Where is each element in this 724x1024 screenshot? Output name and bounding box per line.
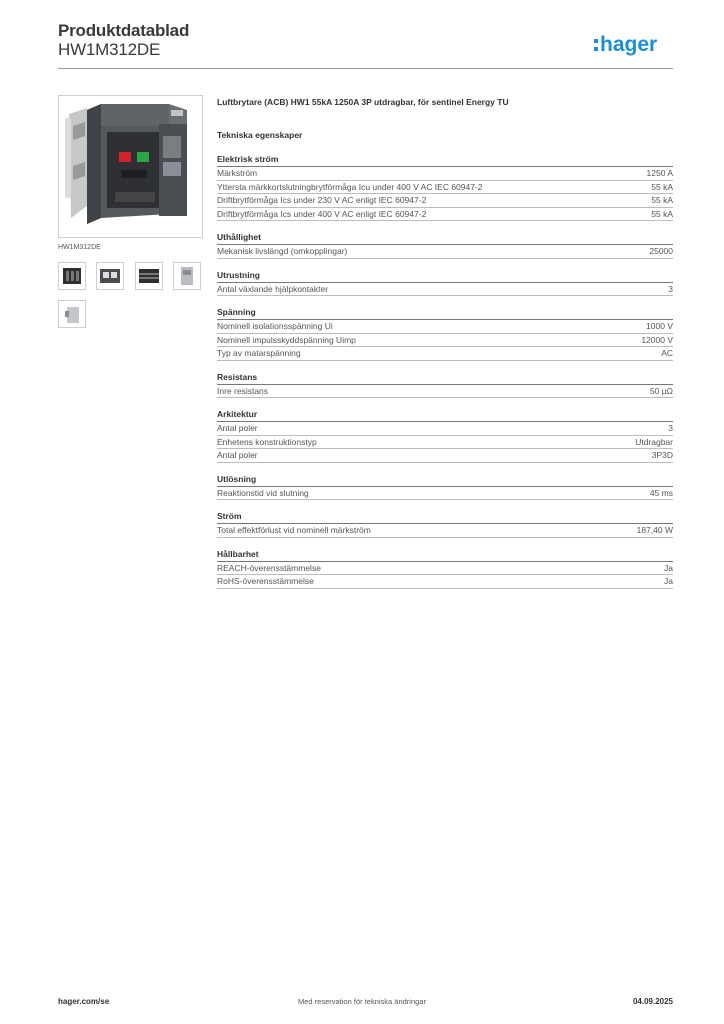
product-title: Luftbrytare (ACB) HW1 55kA 1250A 3P utdr… — [217, 97, 509, 107]
spec-group-title: Hållbarhet — [217, 549, 673, 562]
spec-content: Luftbrytare (ACB) HW1 55kA 1250A 3P utdr… — [217, 96, 673, 589]
spec-label: Driftbrytförmåga Ics under 400 V AC enli… — [217, 208, 427, 219]
spec-value: Ja — [664, 576, 673, 586]
spec-label: Nominell isolationsspänning Ui — [217, 321, 333, 331]
spec-label: Total effektförlust vid nominell märkstr… — [217, 525, 371, 535]
spec-row: Reaktionstid vid slutning 45 ms — [217, 487, 673, 500]
spec-value: 1000 V — [646, 321, 673, 331]
spec-label: Nominell impulsskyddspänning Uimp — [217, 334, 356, 345]
thumbnail-5[interactable] — [58, 300, 86, 328]
spec-group-title: Resistans — [217, 372, 673, 385]
thumbnail-2[interactable] — [96, 262, 124, 290]
spec-row: Antal växlande hjälpkontakter 3 — [217, 283, 673, 296]
spec-group-title: Utlösning — [217, 474, 673, 487]
product-image[interactable] — [58, 95, 203, 238]
spec-group-title: Ström — [217, 511, 673, 524]
thumbnail-4[interactable] — [173, 262, 201, 290]
spec-value: 1250 A — [646, 168, 673, 178]
spec-value: 3 — [668, 423, 673, 433]
specs-heading: Tekniska egenskaper — [217, 130, 303, 140]
logo-text: hager — [600, 33, 657, 56]
spec-group-title: Elektrisk ström — [217, 154, 673, 167]
spec-label: Yttersta märkkortslutningbrytförmåga Icu… — [217, 181, 483, 192]
spec-label: RoHS-överensstämmelse — [217, 576, 314, 586]
accessory-icon — [65, 307, 79, 323]
spec-value: Utdragbar — [635, 436, 673, 447]
spec-label: Inre resistans — [217, 385, 269, 396]
spec-row: Typ av matarspänning AC — [217, 347, 673, 361]
spec-value: 55 kA — [651, 181, 673, 192]
header-divider — [58, 68, 673, 69]
footer-disclaimer: Med reservation för tekniska ändringar — [298, 997, 426, 1006]
spec-row: Driftbrytförmåga Ics under 230 V AC enli… — [217, 194, 673, 208]
spec-row: REACH-överensstämmelse Ja — [217, 562, 673, 575]
spec-label: Antal poler — [217, 450, 258, 460]
spec-label: Mekanisk livslängd (omkopplingar) — [217, 246, 348, 256]
spec-label: Reaktionstid vid slutning — [217, 487, 309, 498]
spec-row: Nominell isolationsspänning Ui 1000 V — [217, 320, 673, 334]
spec-group-title: Spänning — [217, 307, 673, 320]
spec-row: Mekanisk livslängd (omkopplingar) 25000 — [217, 245, 673, 259]
spec-label: Antal poler — [217, 423, 258, 433]
thumbnail-1[interactable] — [58, 262, 86, 290]
spec-group-title: Uthållighet — [217, 232, 673, 245]
spec-row: Driftbrytförmåga Ics under 400 V AC enli… — [217, 208, 673, 221]
spec-row: Antal poler 3P3D — [217, 449, 673, 463]
spec-value: 3P3D — [651, 450, 673, 460]
spec-value: AC — [661, 348, 673, 358]
product-image-caption: HW1M312DE — [58, 244, 101, 251]
hager-logo: hager — [594, 33, 657, 56]
spec-value: 187,40 W — [636, 525, 673, 535]
spec-row: Märkström 1250 A — [217, 167, 673, 181]
terminal-front-icon — [63, 268, 81, 284]
spec-value: 25000 — [649, 246, 673, 256]
spec-value: Ja — [664, 562, 673, 573]
spec-row: Total effektförlust vid nominell märkstr… — [217, 524, 673, 538]
footer-date: 04.09.2025 — [632, 997, 673, 1006]
module-icon — [181, 267, 193, 285]
spec-row: Antal poler 3 — [217, 422, 673, 436]
device-front-icon — [100, 269, 120, 283]
device-side-icon — [139, 269, 159, 283]
spec-group-title: Utrustning — [217, 270, 673, 283]
spec-row: Inre resistans 50 µΩ — [217, 385, 673, 398]
spec-label: Antal växlande hjälpkontakter — [217, 283, 329, 294]
spec-label: Driftbrytförmåga Ics under 230 V AC enli… — [217, 195, 427, 205]
air-circuit-breaker-icon — [65, 104, 187, 224]
spec-value: 50 µΩ — [649, 385, 673, 396]
spec-label: Typ av matarspänning — [217, 348, 301, 358]
spec-row: Nominell impulsskyddspänning Uimp 12000 V — [217, 334, 673, 347]
spec-value: 12000 V — [641, 334, 673, 345]
document-title: Produktdatablad — [58, 21, 190, 40]
spec-value: 55 kA — [651, 208, 673, 219]
spec-row: Yttersta märkkortslutningbrytförmåga Icu… — [217, 181, 673, 194]
spec-value: 55 kA — [651, 195, 673, 205]
spec-group-title: Arkitektur — [217, 409, 673, 422]
spec-value: 45 ms — [649, 487, 673, 498]
thumbnail-3[interactable] — [135, 262, 163, 290]
spec-value: 3 — [668, 283, 673, 294]
spec-label: REACH-överensstämmelse — [217, 562, 321, 573]
spec-row: Enhetens konstruktionstyp Utdragbar — [217, 436, 673, 449]
spec-row: RoHS-överensstämmelse Ja — [217, 575, 673, 589]
spec-label: Märkström — [217, 168, 258, 178]
footer-website[interactable]: hager.com/se — [58, 997, 110, 1006]
product-code: HW1M312DE — [58, 40, 161, 59]
spec-label: Enhetens konstruktionstyp — [217, 436, 317, 447]
